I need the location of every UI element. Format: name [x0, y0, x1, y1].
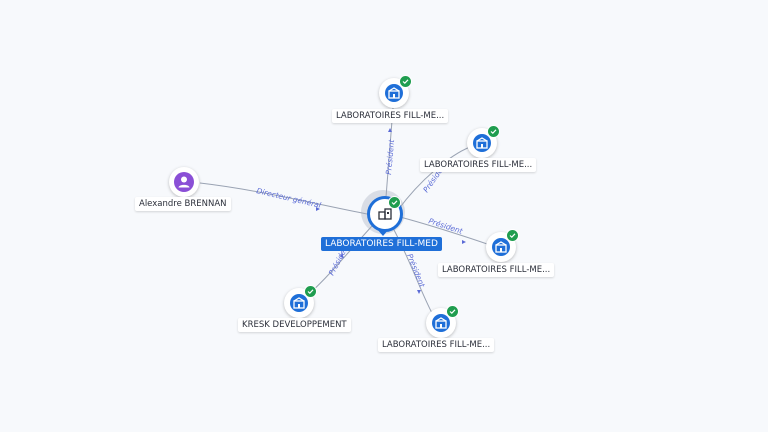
node-label[interactable]: LABORATOIRES FILL-ME... [438, 263, 555, 277]
building-icon [473, 134, 491, 152]
check-icon [487, 125, 500, 138]
node-label[interactable]: KRESK DEVELOPPEMENT [238, 318, 351, 332]
edge-arrow [462, 240, 466, 244]
node-circle[interactable] [426, 305, 459, 338]
center-node-pointer [377, 229, 389, 236]
building-icon [492, 238, 510, 256]
edge-arrow [340, 253, 344, 258]
check-icon [506, 229, 519, 242]
center-node-label[interactable]: LABORATOIRES FILL-MED [321, 237, 442, 251]
node-circle[interactable] [169, 167, 199, 197]
check-icon [399, 75, 412, 88]
node-label[interactable]: LABORATOIRES FILL-ME... [420, 158, 537, 172]
building-icon [290, 294, 308, 312]
edge-president-right [399, 216, 491, 246]
node-label[interactable]: LABORATOIRES FILL-ME... [378, 338, 495, 352]
node-circle[interactable] [284, 285, 317, 318]
node-label[interactable]: LABORATOIRES FILL-ME... [332, 109, 449, 123]
edge-label: Président [405, 252, 427, 289]
edge-arrow [316, 207, 320, 211]
check-icon [304, 285, 317, 298]
edge-label: Directeur général [256, 186, 323, 210]
edge-directeur-general [199, 182, 368, 215]
check-icon [446, 305, 459, 318]
edge-label: Président [384, 138, 396, 175]
building-icon [385, 84, 403, 102]
check-icon [388, 196, 401, 209]
node-circle[interactable] [379, 75, 412, 108]
person-icon [174, 172, 194, 192]
building-icon [378, 208, 392, 220]
node-circle[interactable] [467, 125, 500, 158]
edge-arrow [417, 290, 421, 294]
edge-arrow [388, 128, 392, 132]
building-icon [432, 314, 450, 332]
node-circle[interactable] [486, 229, 519, 262]
node-label[interactable]: Alexandre BRENNAN [135, 197, 231, 211]
edge-label: Président [427, 216, 464, 236]
